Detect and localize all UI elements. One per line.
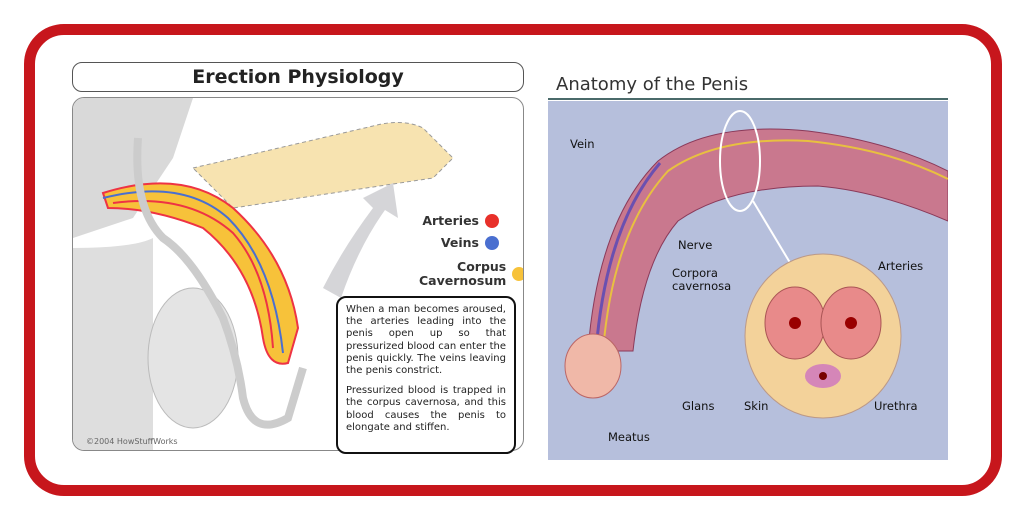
erection-physiology-diagram: ERECT POSITION Arteries Veins Corpus Cav… (72, 97, 524, 451)
arteries-dot-icon (485, 214, 499, 228)
label-skin: Skin (744, 399, 769, 413)
anatomy-drawing (564, 110, 948, 419)
label-glans: Glans (682, 399, 715, 413)
left-panel-title: Erection Physiology (72, 62, 524, 92)
corpus-dot-icon (512, 267, 523, 281)
erection-illustration: ERECT POSITION (73, 98, 454, 450)
legend-veins: Veins (441, 236, 499, 250)
label-meatus: Meatus (608, 430, 650, 444)
legend-corpus-cavernosum: Corpus Cavernosum (419, 260, 523, 288)
label-arteries: Arteries (878, 259, 924, 273)
penis-anatomy-illustration: Vein Nerve Corpora cavernosa Arteries Gl… (548, 101, 948, 460)
copyright: ©2004 HowStuffWorks (86, 437, 178, 446)
title-underline (548, 98, 948, 100)
label-urethra: Urethra (874, 399, 918, 413)
label-nerve: Nerve (678, 238, 713, 252)
veins-dot-icon (485, 236, 499, 250)
info-box: When a man becomes aroused, the arteries… (336, 296, 516, 454)
right-panel-title: Anatomy of the Penis (556, 74, 749, 95)
legend-arteries: Arteries (422, 214, 499, 228)
label-vein: Vein (570, 137, 595, 151)
label-corpora-cavernosa: Corpora cavernosa (672, 266, 732, 293)
